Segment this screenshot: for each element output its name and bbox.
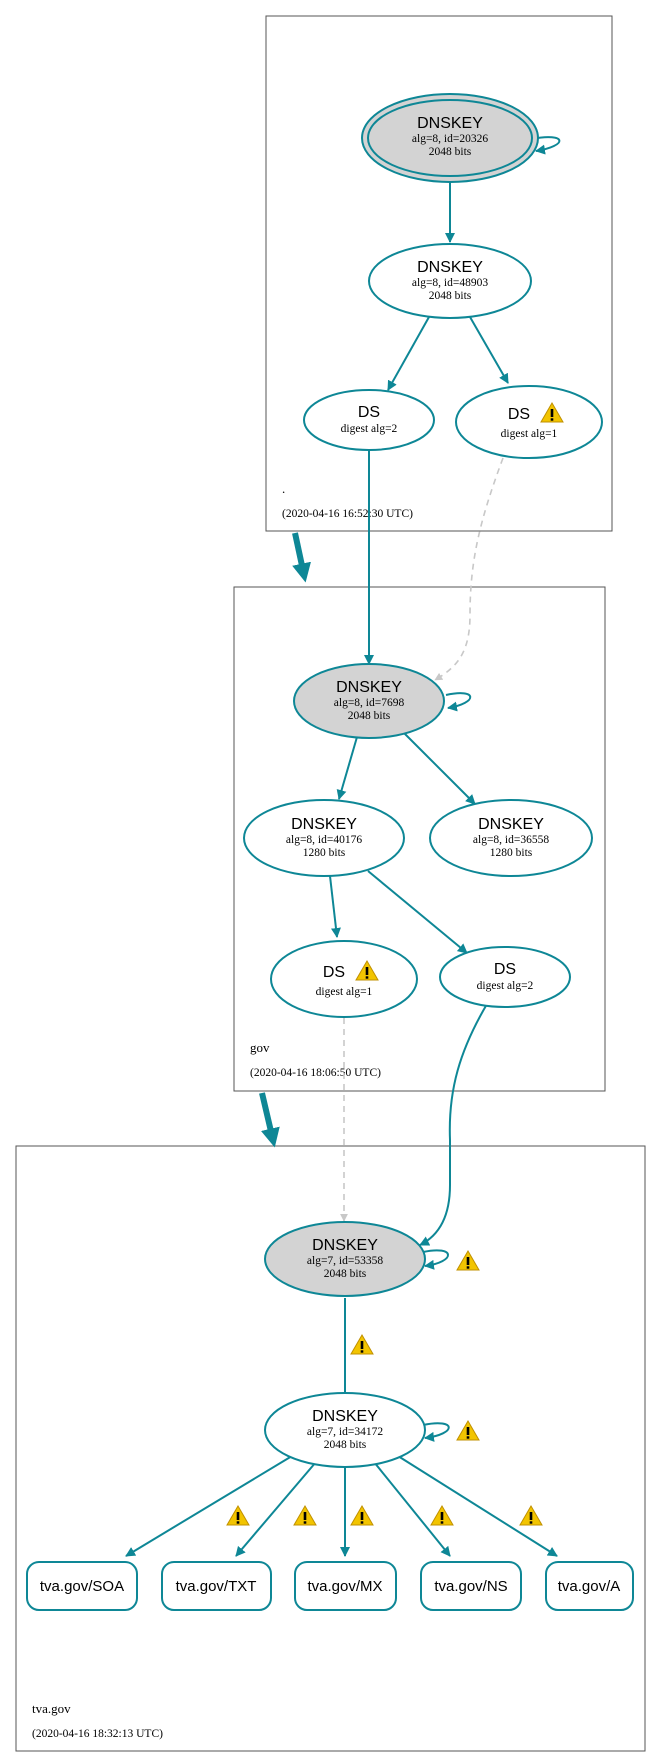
edge-gov-ds2-tva-ksk [419,1003,488,1246]
edge-root-zsk-ds1 [469,316,509,384]
edge-gov-ksk-zsk1 [336,736,358,800]
zone-timestamp: (2020-04-16 18:06:50 UTC) [250,1067,381,1079]
node-key-size: 1280 bits [490,847,533,859]
node-gov-zsk-36558: DNSKEY alg=8, id=36558 1280 bits [429,799,593,877]
node-title: DNSKEY [312,1408,378,1425]
node-root-ds-alg1: DS digest alg=1 [455,385,603,459]
delegation-arrow-root-gov [292,532,311,583]
node-tva-zsk: DNSKEY alg=7, id=34172 2048 bits [264,1392,426,1468]
node-title: DNSKEY [312,1237,378,1254]
edge-gov-ksk-zsk2 [403,732,476,805]
edge-root-ksk-self [530,136,561,155]
rrset-label: tva.gov/TXT [176,1578,257,1595]
node-gov-ds-alg2: DS digest alg=2 [439,946,571,1008]
node-alg-id: alg=8, id=20326 [412,133,488,145]
zone-timestamp: (2020-04-16 16:52:30 UTC) [282,508,413,520]
node-key-size: 2048 bits [429,146,472,158]
node-title: DNSKEY [417,115,483,132]
node-digest: digest alg=1 [316,986,373,998]
node-digest: digest alg=2 [341,423,398,435]
edge-root-ds1-gov-ksk [434,457,504,681]
node-key-size: 2048 bits [429,290,472,302]
rrset-label: tva.gov/NS [434,1578,507,1595]
node-alg-id: alg=8, id=7698 [334,697,405,709]
node-title: DS [323,964,345,981]
node-title: DS [358,404,380,421]
delegation-arrow-gov-tva [259,1092,280,1148]
edge-tva-zsk-self [422,1422,450,1442]
node-title: DS [508,406,530,423]
node-key-size: 1280 bits [303,847,346,859]
node-gov-ds-alg1: DS digest alg=1 [270,940,418,1018]
edge-gov-ksk-self [445,692,472,712]
node-gov-zsk-40176: DNSKEY alg=8, id=40176 1280 bits [243,799,405,877]
zone-timestamp: (2020-04-16 18:32:13 UTC) [32,1728,163,1740]
node-root-ksk: DNSKEY alg=8, id=20326 2048 bits [361,93,539,183]
node-alg-id: alg=8, id=40176 [286,834,362,846]
rrset-label: tva.gov/MX [307,1578,382,1595]
rrset-label: tva.gov/A [558,1578,621,1595]
node-root-zsk: DNSKEY alg=8, id=48903 2048 bits [368,243,532,319]
zone-name: . [282,481,285,496]
edge-gov-zsk1-ds2 [367,870,468,954]
node-alg-id: alg=8, id=36558 [473,834,549,846]
node-title: DNSKEY [417,259,483,276]
node-title: DNSKEY [336,679,402,696]
node-alg-id: alg=7, id=34172 [307,1426,383,1438]
node-gov-ksk: DNSKEY alg=8, id=7698 2048 bits [293,663,445,739]
node-alg-id: alg=8, id=48903 [412,277,488,289]
edge-root-zsk-ds2 [387,316,430,391]
node-title: DS [494,961,516,978]
edge-tva-zsk-a [397,1455,558,1557]
rrset-tva-txt[interactable]: tva.gov/TXT [161,1561,272,1611]
node-root-ds-alg2: DS digest alg=2 [303,389,435,451]
rrset-tva-mx[interactable]: tva.gov/MX [294,1561,397,1611]
node-key-size: 2048 bits [324,1439,367,1451]
edge-tva-zsk-ns [373,1461,451,1557]
node-digest: digest alg=2 [477,980,534,992]
edge-tva-zsk-txt [235,1461,317,1557]
node-title: DNSKEY [478,816,544,833]
rrset-tva-a[interactable]: tva.gov/A [545,1561,634,1611]
edges [125,136,561,1557]
node-tva-ksk: DNSKEY alg=7, id=53358 2048 bits [264,1221,426,1297]
node-digest: digest alg=1 [501,428,558,440]
edge-tva-zsk-soa [125,1455,293,1557]
node-title: DNSKEY [291,816,357,833]
edge-gov-zsk1-ds1 [329,875,341,938]
node-key-size: 2048 bits [324,1268,367,1280]
rrset-tva-ns[interactable]: tva.gov/NS [420,1561,522,1611]
node-key-size: 2048 bits [348,710,391,722]
rrset-tva-soa[interactable]: tva.gov/SOA [26,1561,138,1611]
zone-name: gov [250,1040,270,1055]
rrset-label: tva.gov/SOA [40,1578,124,1595]
zone-name: tva.gov [32,1701,71,1716]
node-alg-id: alg=7, id=53358 [307,1255,383,1267]
edge-tva-ksk-self [422,1249,449,1270]
sep-inner-ring [367,99,533,177]
